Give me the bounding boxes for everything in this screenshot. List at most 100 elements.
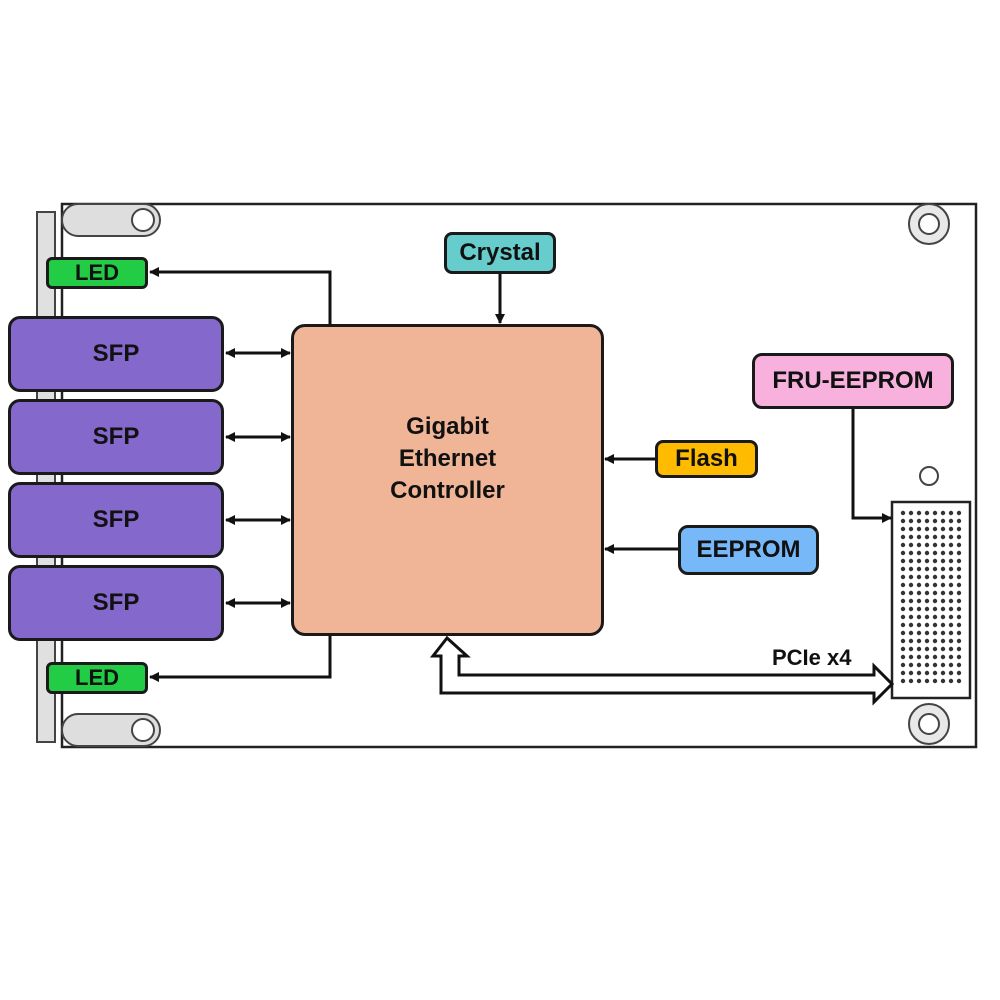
connector-pin: [940, 558, 946, 564]
connector-pin: [932, 654, 938, 660]
connector-pin: [924, 670, 930, 676]
connector-pin: [924, 582, 930, 588]
connector-pin: [956, 550, 962, 556]
connector-pin: [908, 606, 914, 612]
connector-pin: [948, 510, 954, 516]
connector-pin: [932, 582, 938, 588]
connector-pin: [948, 606, 954, 612]
connector-pin: [956, 566, 962, 572]
connector-pin: [908, 510, 914, 516]
connector-pin: [916, 542, 922, 548]
connector-pin: [900, 510, 906, 516]
connector-pin: [900, 526, 906, 532]
connector-pin: [916, 638, 922, 644]
connector-pin: [932, 638, 938, 644]
connector-pin: [948, 534, 954, 540]
connector-pin: [924, 542, 930, 548]
connector-pin: [908, 518, 914, 524]
connector-pin: [916, 598, 922, 604]
connector-pin: [932, 574, 938, 580]
connector-pin: [900, 670, 906, 676]
pcie-label: PCIe x4: [772, 645, 852, 670]
connector-pin: [948, 630, 954, 636]
gigabit-ethernet-controller: Gigabit Ethernet Controller: [291, 324, 604, 636]
connector-pin: [924, 510, 930, 516]
connector-pin: [924, 678, 930, 684]
connector-pin: [908, 630, 914, 636]
connector-pin: [932, 534, 938, 540]
connector-pin: [908, 526, 914, 532]
connector-pin: [916, 678, 922, 684]
connector-pin: [932, 622, 938, 628]
connector-pin: [900, 606, 906, 612]
connector-pin: [956, 646, 962, 652]
connector-pin: [900, 646, 906, 652]
connector-pin: [956, 614, 962, 620]
connector-pin: [924, 638, 930, 644]
connector-pin: [932, 566, 938, 572]
connector-pin: [908, 622, 914, 628]
connector-pin: [932, 550, 938, 556]
connector-pin: [916, 654, 922, 660]
connector-pin: [956, 510, 962, 516]
connector-pin: [940, 574, 946, 580]
connector-pin: [932, 518, 938, 524]
connector-pin: [900, 614, 906, 620]
connector-pin: [956, 638, 962, 644]
connector-pin: [924, 526, 930, 532]
connector-pin: [900, 550, 906, 556]
connector-pin: [900, 542, 906, 548]
alignment-hole: [919, 466, 939, 486]
connector-pin: [916, 534, 922, 540]
flash-block: Flash: [655, 440, 758, 478]
connector-pin: [940, 630, 946, 636]
connector-pin: [924, 598, 930, 604]
connector-pin: [948, 638, 954, 644]
connector-pin: [940, 662, 946, 668]
connector-pin: [908, 662, 914, 668]
backplane-connector: [890, 500, 972, 700]
connector-pin: [908, 638, 914, 644]
connector-pin: [924, 566, 930, 572]
led-top-wire: [149, 267, 332, 324]
connector-pin: [924, 630, 930, 636]
connector-pin: [924, 614, 930, 620]
connector-pin: [932, 606, 938, 612]
connector-pin: [916, 606, 922, 612]
connector-pin: [948, 670, 954, 676]
connector-pin: [940, 566, 946, 572]
connector-pin: [900, 566, 906, 572]
eeprom-block: EEPROM: [678, 525, 819, 575]
connector-pin: [956, 630, 962, 636]
connector-pin: [956, 518, 962, 524]
connector-pin: [940, 542, 946, 548]
connector-pin: [940, 534, 946, 540]
connector-pin: [948, 566, 954, 572]
mounting-hole: [908, 203, 950, 245]
connector-pin: [916, 646, 922, 652]
connector-pin: [908, 646, 914, 652]
connector-pin: [932, 590, 938, 596]
connector-pin: [940, 606, 946, 612]
pcie-bus-arrow: [429, 635, 895, 706]
connector-pin: [940, 550, 946, 556]
connector-pin: [956, 670, 962, 676]
connector-pin: [940, 678, 946, 684]
connector-pin: [900, 534, 906, 540]
connector-pin: [900, 678, 906, 684]
fru-eeprom-block: FRU-EEPROM: [752, 353, 954, 409]
connector-pin: [940, 582, 946, 588]
connector-pin: [916, 558, 922, 564]
connector-pin: [916, 566, 922, 572]
controller-label: Gigabit Ethernet Controller: [390, 413, 505, 504]
connector-pin: [900, 582, 906, 588]
connector-pin: [924, 558, 930, 564]
connector-pin: [948, 590, 954, 596]
connector-pin: [948, 678, 954, 684]
connector-pin: [932, 614, 938, 620]
connector-pin: [916, 670, 922, 676]
connector-pin: [956, 622, 962, 628]
connector-pin: [916, 630, 922, 636]
connector-pin: [924, 590, 930, 596]
connector-pin: [932, 510, 938, 516]
